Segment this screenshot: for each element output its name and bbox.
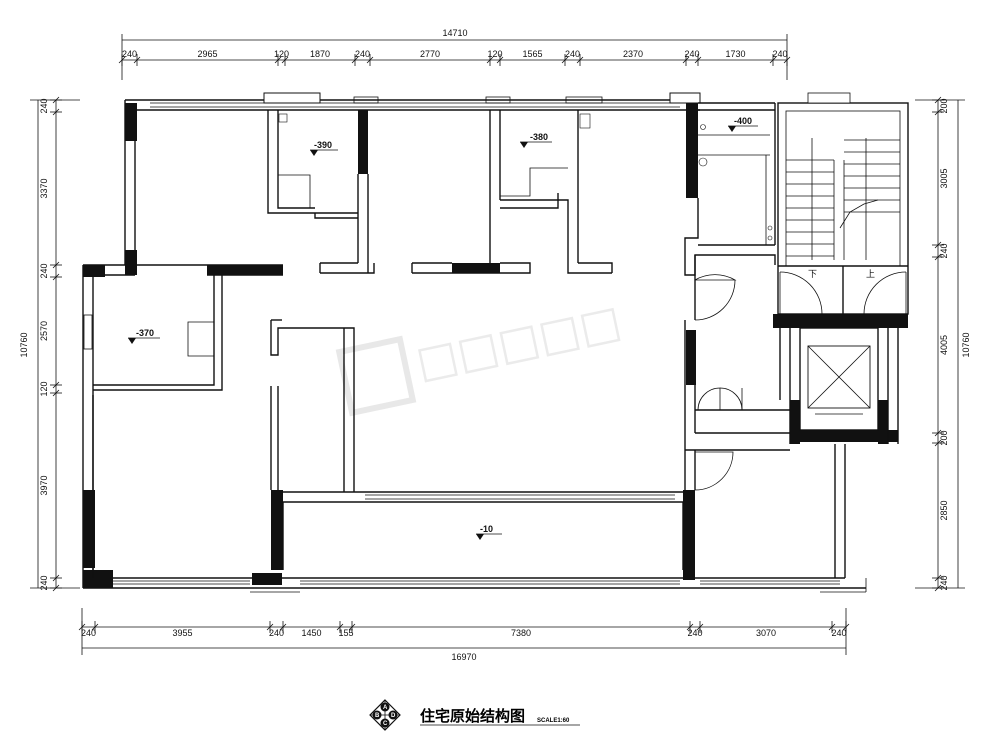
dimension-label: 3070: [756, 628, 776, 638]
badge-letter: C: [383, 721, 388, 727]
dimension-label: 2965: [197, 49, 217, 59]
dimension-label: 240: [39, 98, 49, 113]
level-markers: -390 -380 -400 -370 -10: [128, 116, 758, 540]
drawing-title: 住宅原始结构图: [420, 707, 525, 725]
dimension-label: 240: [939, 243, 949, 258]
dimension-label: 1870: [310, 49, 330, 59]
right-dimension-chain: 200 3005 240 4005 200 2850 240 10760: [915, 96, 971, 592]
stair-up-label: 上: [866, 269, 875, 279]
dimension-label: 3970: [39, 475, 49, 495]
dimension-label: 240: [269, 628, 284, 638]
exterior-walls: [82, 92, 867, 593]
dimension-label: 155: [338, 628, 353, 638]
dimension-label: 240: [565, 49, 580, 59]
level-marker: -370: [128, 328, 160, 344]
dimension-label: 240: [81, 628, 96, 638]
dimension-label: 2770: [420, 49, 440, 59]
badge-letter: B: [375, 713, 380, 719]
dimension-label: 120: [274, 49, 289, 59]
level-marker: -390: [310, 140, 338, 156]
dimension-label: 3370: [39, 178, 49, 198]
dimension-label: 2850: [939, 500, 949, 520]
watermark-logo: □□□□□: [335, 296, 626, 417]
dimension-label: 2570: [39, 321, 49, 341]
dimension-label: 200: [939, 430, 949, 445]
top-dimension-chain: 14710 240 2965 120 1870 240 2770 120 1565 240 237…: [118, 28, 791, 80]
bottom-dim-total: 16970: [451, 652, 476, 662]
dimension-label: 240: [687, 628, 702, 638]
left-dimension-chain: 240 3370 240 2570 120 3970 240 10760: [19, 96, 80, 592]
structural-columns: [83, 103, 908, 588]
door-swings: [694, 271, 907, 491]
title-block: A B C D 住宅原始结构图 SCALE1:60: [369, 699, 580, 731]
dimension-label: 240: [355, 49, 370, 59]
badge-letter: A: [383, 705, 388, 711]
dimension-label: 240: [831, 628, 846, 638]
dimension-label: 4005: [939, 335, 949, 355]
level-label: -370: [136, 328, 154, 338]
dimension-label: 1730: [725, 49, 745, 59]
dimension-label: 120: [487, 49, 502, 59]
level-label: -390: [314, 140, 332, 150]
level-label: -380: [530, 132, 548, 142]
dimension-label: 1565: [522, 49, 542, 59]
left-dim-total: 10760: [19, 332, 29, 357]
dimension-label: 3005: [939, 168, 949, 188]
dimension-label: 120: [39, 381, 49, 396]
compass-badge-icon: A B C D: [369, 699, 401, 731]
dimension-label: 240: [939, 575, 949, 590]
level-marker: -380: [520, 132, 552, 148]
right-dim-total: 10760: [961, 332, 971, 357]
dimension-label: 240: [39, 263, 49, 278]
svg-text:□□□□□: □□□□□: [412, 296, 626, 389]
dimension-label: 2370: [623, 49, 643, 59]
dimension-label: 240: [39, 575, 49, 590]
dimension-label: 3955: [172, 628, 192, 638]
drawing-scale: SCALE1:60: [537, 718, 570, 724]
dimension-label: 7380: [511, 628, 531, 638]
top-dim-total: 14710: [442, 28, 467, 38]
dimension-label: 240: [684, 49, 699, 59]
level-marker: -10: [476, 524, 502, 540]
dimension-label: 240: [772, 49, 787, 59]
dimension-label: 200: [939, 98, 949, 113]
stair-down-label: 下: [808, 269, 817, 279]
badge-letter: D: [391, 713, 396, 719]
dimension-label: 1450: [301, 628, 321, 638]
level-label: -10: [480, 524, 493, 534]
bottom-dimension-chain: 240 3955 240 1450 155 7380 240 3070 240 16970: [78, 608, 850, 662]
dimension-label: 240: [122, 49, 137, 59]
level-marker: -400: [728, 116, 758, 132]
level-label: -400: [734, 116, 752, 126]
